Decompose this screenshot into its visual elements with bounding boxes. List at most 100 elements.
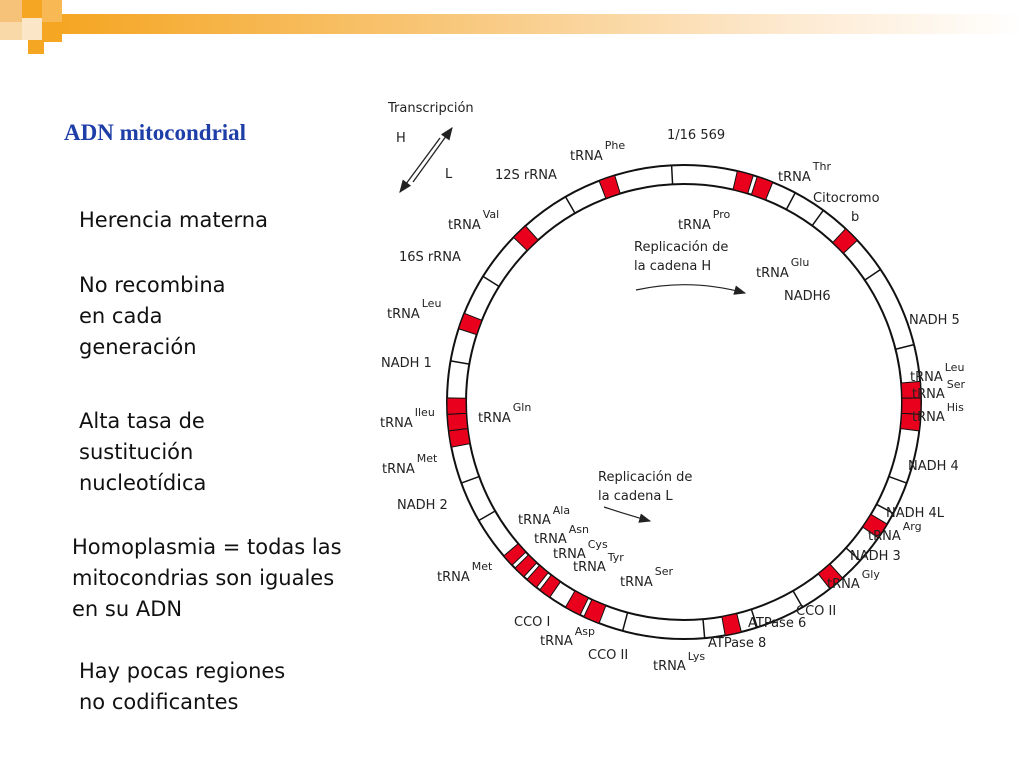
tick-nadh6	[811, 209, 824, 227]
label-cco1: CCO I	[514, 615, 550, 630]
label-nadh3: NADH 3	[850, 549, 901, 564]
label-trna-val: tRNAVal	[448, 208, 499, 233]
label-12s-rrna: 12S rRNA	[495, 168, 557, 183]
label-trna-gln: tRNAGln	[478, 401, 531, 426]
trna-leu-block	[457, 312, 483, 336]
slide-title: ADN mitocondrial	[64, 120, 247, 145]
label-trna-lys: tRNALys	[653, 650, 705, 674]
tick-nadh3	[845, 547, 861, 562]
label-citocromo: Citocromo	[813, 191, 880, 206]
label-atpase8: ATPase 8	[708, 636, 766, 651]
label-nadh2: NADH 2	[397, 498, 448, 513]
trna-gln-block	[446, 412, 469, 432]
trna-ileu-block	[446, 397, 467, 415]
replication-h-line2: la cadena H	[634, 259, 711, 274]
decorative-square	[28, 40, 44, 54]
trna-pro-block	[750, 175, 774, 201]
label-trna-ser: tRNASer	[620, 565, 674, 590]
trna-gly-block	[817, 563, 844, 590]
point-homoplasmia: Homoplasmia = todas las mitocondrias son…	[72, 535, 342, 621]
trna-ser-block	[564, 590, 590, 616]
replication-h-line1: Replicación de	[634, 240, 728, 255]
label-trna-glu: tRNAGlu	[756, 256, 809, 281]
transcription-arrow-h	[399, 137, 441, 194]
label-trna-leu: tRNALeu	[387, 297, 441, 322]
label-nadh5: NADH 5	[909, 313, 960, 328]
label-trna-gly: tRNAGly	[827, 568, 880, 592]
trna-phe-block	[598, 174, 621, 200]
trna-val-block	[512, 225, 539, 252]
tick-cco2	[621, 612, 629, 632]
ring-segments	[446, 165, 922, 639]
trna-tyr-block	[539, 574, 562, 599]
label-trna-ileu: tRNAIleu	[380, 406, 435, 431]
label-cco2-right: CCO II	[796, 604, 836, 619]
tick-cytb	[785, 192, 796, 210]
label-cco2: CCO II	[588, 648, 628, 663]
replication-l-line1: Replicación de	[598, 470, 692, 485]
label-trna-tyr: tRNATyr	[573, 551, 624, 575]
strand-h-label: H	[396, 131, 406, 146]
trna-his-block	[899, 412, 922, 432]
label-citocromo-b: b	[851, 210, 859, 225]
trna-lys-block	[721, 612, 742, 636]
label-trna-met: tRNAMet	[382, 452, 438, 477]
tick-atpase6	[750, 609, 758, 628]
origin-tick	[670, 165, 674, 185]
label-trna-thr: tRNAThr	[778, 160, 831, 185]
replication-l-line2: la cadena L	[598, 489, 673, 504]
trna-asp-block	[583, 598, 607, 624]
decorative-square	[22, 18, 42, 40]
trna-met-block	[448, 428, 471, 448]
trna-thr-block	[732, 170, 754, 195]
label-trna-ala: tRNAAla	[518, 504, 570, 528]
replication-h-arrow	[635, 284, 747, 295]
decorative-square	[0, 22, 22, 40]
tick-nadh4l	[876, 503, 894, 514]
trna-arg-block	[861, 513, 888, 539]
label-trna-pro: tRNAPro	[678, 208, 730, 233]
point-sustitucion: Alta tasa de sustitución nucleotídica	[79, 409, 207, 495]
tick-16s	[482, 275, 500, 288]
tick-nadh2-start	[461, 475, 480, 484]
label-nadh6: NADH6	[784, 289, 831, 304]
tick-nadh4	[888, 475, 907, 484]
point-no-codificantes: Hay pocas regiones no codificantes	[79, 659, 286, 714]
label-trna-leu-2: tRNALeu	[910, 361, 964, 385]
label-nadh1: NADH 1	[381, 356, 432, 371]
trna-ala-block	[503, 542, 527, 566]
decorative-square	[42, 22, 62, 42]
tick-nadh1	[450, 360, 470, 365]
tick-nadh5-end	[895, 343, 915, 350]
tick-nadh2	[478, 510, 496, 522]
label-trna-phe: tRNAPhe	[570, 139, 625, 164]
strand-l-label: L	[445, 167, 453, 182]
label-nadh4l: NADH 4L	[886, 506, 945, 521]
label-trna-cys: tRNACys	[553, 538, 608, 562]
label-16s-rrna: 16S rRNA	[399, 250, 461, 265]
point-herencia: Herencia materna	[79, 208, 268, 232]
trna-glu-block	[831, 227, 859, 255]
tick-cco3	[792, 590, 804, 608]
point-recombina: No recombina en cada generación	[79, 273, 226, 359]
header-bar	[62, 14, 1024, 34]
label-nadh4: NADH 4	[908, 459, 959, 474]
tick-12s	[564, 196, 576, 214]
tick-nadh5	[864, 268, 881, 281]
label-trna-his: tRNAHis	[912, 401, 964, 425]
tick-atpase8	[702, 619, 706, 639]
replication-l-arrow	[603, 506, 652, 523]
label-trna-ser-2: tRNASer	[912, 378, 966, 402]
label-trna-asn: tRNAAsn	[534, 523, 589, 547]
label-atpase6: ATPase 6	[748, 616, 806, 631]
label-trna-met-2: tRNAMet	[437, 560, 493, 585]
transcription-arrow-l	[412, 126, 453, 183]
trna-asn-block	[514, 554, 538, 578]
decorative-square	[22, 0, 42, 18]
label-trna-arg: tRNAArg	[868, 520, 922, 544]
origin-label: 1/16 569	[667, 128, 725, 143]
label-trna-asp: tRNAAsp	[540, 625, 595, 649]
decorative-square	[42, 0, 62, 22]
decorative-square	[0, 0, 22, 22]
